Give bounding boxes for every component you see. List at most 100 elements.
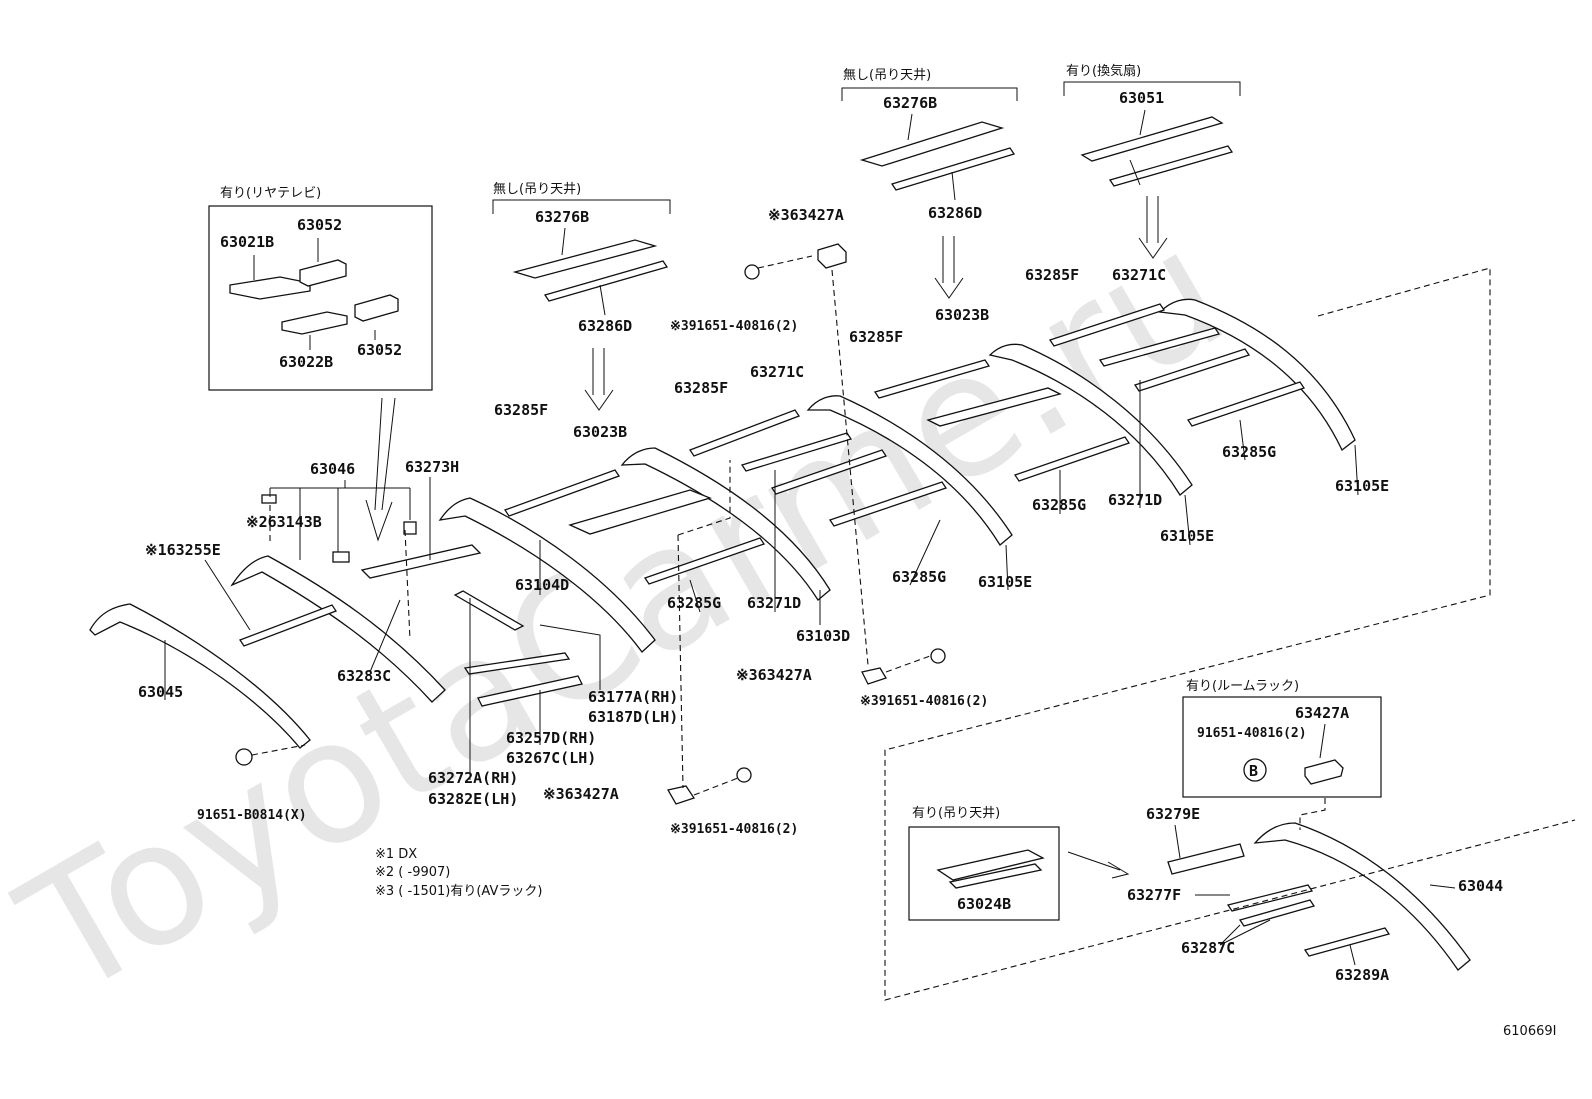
group-hanging-ceiling-box bbox=[908, 826, 1060, 921]
label-63277F: 63277F bbox=[1127, 886, 1181, 904]
label-91651-rack: 91651-40816(2) bbox=[1197, 726, 1307, 741]
label-63286D-1: 63286D bbox=[578, 317, 632, 335]
part-63276B-2 bbox=[859, 121, 1005, 167]
part-63285F-3 bbox=[873, 359, 991, 399]
arrow-rear-tv bbox=[365, 397, 396, 542]
label-63285F-2: 63285F bbox=[674, 379, 728, 397]
label-63255E: ※163255E bbox=[145, 541, 221, 559]
callout-b-circle bbox=[1243, 758, 1267, 782]
part-63271C-2 bbox=[1098, 327, 1221, 367]
group-room-rack: 有り(ルームラック) 63427A 91651-40816(2) B bbox=[1182, 679, 1382, 798]
label-63427A-low: ※363427A bbox=[543, 785, 619, 803]
part-63277F bbox=[1226, 884, 1314, 912]
label-63023B-1: 63023B bbox=[573, 423, 627, 441]
part-63105E-1 bbox=[806, 395, 1013, 546]
label-63273H: 63273H bbox=[405, 458, 459, 476]
label-63285G-3: 63285G bbox=[1032, 496, 1086, 514]
label-63046: 63046 bbox=[310, 460, 355, 478]
label-63286D-2: 63286D bbox=[928, 204, 982, 222]
label-63285G-1: 63285G bbox=[667, 594, 721, 612]
part-63022B bbox=[281, 311, 348, 335]
arrow-g2 bbox=[934, 236, 964, 299]
label-63283C: 63283C bbox=[337, 667, 391, 685]
part-63105E-2 bbox=[988, 343, 1193, 496]
group-rear-tv-box bbox=[208, 205, 433, 391]
note-3: ※3 ( -1501)有り(AVラック) bbox=[375, 884, 542, 899]
leaders-63177A bbox=[469, 598, 601, 780]
part-63271C-1 bbox=[740, 432, 853, 472]
part-63286D-1 bbox=[543, 260, 669, 302]
label-63024B: 63024B bbox=[957, 895, 1011, 913]
group-rear-tv-title: 有り(リヤテレビ) bbox=[220, 186, 321, 201]
label-63021B: 63021B bbox=[220, 233, 274, 251]
part-63024B-a bbox=[936, 849, 1045, 881]
part-63427A-mid bbox=[861, 667, 887, 685]
leader-rack bbox=[1319, 723, 1326, 759]
part-63143B bbox=[261, 494, 277, 504]
label-63052-a: 63052 bbox=[297, 216, 342, 234]
part-63051-b bbox=[1108, 145, 1234, 187]
dash-rack bbox=[1299, 798, 1326, 830]
label-63257D: 63257D(RH) bbox=[506, 729, 596, 747]
leaders-g2 bbox=[907, 113, 956, 201]
leaders-rack-area bbox=[1174, 824, 1456, 966]
group-vent-fan: 有り(換気扇) 63051 bbox=[1063, 63, 1241, 259]
part-63279E bbox=[1167, 843, 1245, 875]
part-63045 bbox=[89, 603, 311, 749]
label-63285G-4: 63285G bbox=[1222, 443, 1276, 461]
arrow-hanging bbox=[1067, 851, 1130, 879]
bracket-1 bbox=[492, 199, 671, 214]
part-63052-b bbox=[354, 294, 399, 322]
part-63286D-2 bbox=[890, 147, 1016, 191]
label-63427A-rack: 63427A bbox=[1295, 704, 1349, 722]
label-63427A-mid: ※363427A bbox=[736, 666, 812, 684]
part-63287C bbox=[1238, 899, 1316, 927]
callout-b: B bbox=[1249, 762, 1258, 780]
bracket-3 bbox=[1063, 81, 1241, 96]
part-63273H bbox=[360, 544, 482, 579]
label-63104D: 63104D bbox=[515, 576, 569, 594]
label-63427A-top: ※363427A bbox=[768, 206, 844, 224]
label-63272A: 63272A(RH) bbox=[428, 769, 518, 787]
part-63023B-1 bbox=[568, 489, 712, 535]
group-no-hanging-ceiling-1-title: 無し(吊り天井) bbox=[493, 182, 581, 197]
label-63285F-3: 63285F bbox=[849, 328, 903, 346]
bolt-mid bbox=[930, 648, 946, 664]
group-room-rack-title: 有り(ルームラック) bbox=[1186, 679, 1299, 694]
label-63271C-1: 63271C bbox=[750, 363, 804, 381]
part-63427A-low bbox=[666, 785, 696, 805]
group-vent-fan-title: 有り(換気扇) bbox=[1066, 63, 1141, 79]
clip-91651-B0814 bbox=[235, 748, 253, 766]
part-63289A bbox=[1303, 927, 1391, 957]
group-room-rack-box bbox=[1182, 696, 1382, 798]
leaders-g3 bbox=[1129, 109, 1146, 186]
part-63271D-2 bbox=[1133, 348, 1251, 392]
label-63023B-2: 63023B bbox=[935, 306, 989, 324]
group-no-hanging-ceiling-1: 無し(吊り天井) 63276B 63286D bbox=[492, 182, 671, 411]
part-63285G-2 bbox=[828, 481, 948, 527]
label-63285F-1: 63285F bbox=[494, 401, 548, 419]
part-63285G-1 bbox=[643, 537, 766, 585]
label-63051: 63051 bbox=[1119, 89, 1164, 107]
label-63267C: 63267C(LH) bbox=[506, 749, 596, 767]
label-63045: 63045 bbox=[138, 683, 183, 701]
part-63046-a bbox=[332, 551, 350, 563]
label-91651-B0814: 91651-B0814(X) bbox=[197, 808, 307, 823]
label-63271C-2: 63271C bbox=[1112, 266, 1166, 284]
leaders-labels bbox=[164, 380, 1359, 700]
label-63271D-1: 63271D bbox=[747, 594, 801, 612]
label-63276B-2: 63276B bbox=[883, 94, 937, 112]
label-63022B: 63022B bbox=[279, 353, 333, 371]
part-63285G-4 bbox=[1186, 381, 1306, 427]
part-63044 bbox=[1253, 822, 1471, 971]
bracket-2 bbox=[841, 87, 1018, 101]
label-63289A: 63289A bbox=[1335, 966, 1389, 984]
group-no-hanging-ceiling-2-title: 無し(吊り天井) bbox=[843, 68, 931, 83]
label-63105E-2: 63105E bbox=[1160, 527, 1214, 545]
leaders-rear-tv bbox=[253, 238, 376, 350]
part-63427A-top bbox=[817, 243, 847, 269]
figure-id: 610669I bbox=[1503, 1024, 1556, 1039]
group-hanging-ceiling-title: 有り(吊り天井) bbox=[912, 806, 1000, 821]
part-63103D bbox=[620, 447, 831, 601]
